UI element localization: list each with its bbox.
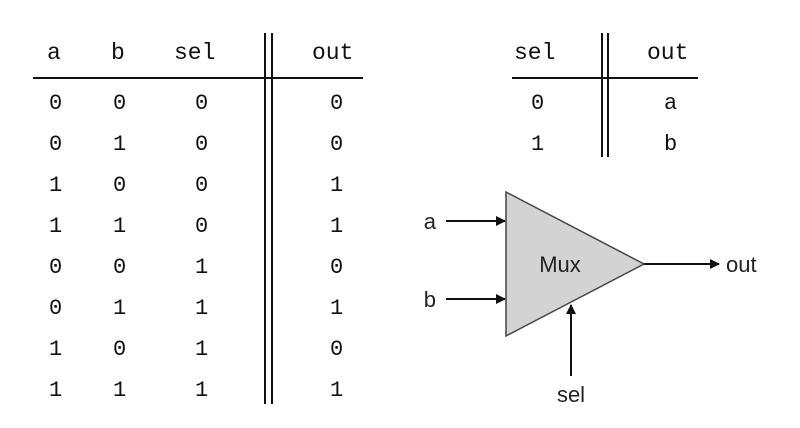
header-a: a [47,40,61,66]
truth-table-cell-sel: 0 [195,214,209,239]
truth-table-cell-sel: 1 [195,255,209,280]
abbreviated-table-cell-sel: 1 [531,132,545,157]
truth-table-cell-a: 0 [49,296,63,321]
abbr-header-underline [512,77,698,79]
header-underline [33,77,363,79]
truth-table-cell-a: 1 [49,214,63,239]
abbr-divider-right [607,33,609,157]
truth-table-cell-b: 1 [113,296,127,321]
truth-table-cell-sel: 0 [195,132,209,157]
truth-table-cell-a: 0 [49,132,63,157]
truth-table-cell-a: 1 [49,337,63,362]
truth-table-cell-sel: 1 [195,378,209,403]
truth-table-cell-out: 1 [330,296,344,321]
output-label: out [726,252,757,277]
abbr-divider-left [601,33,603,157]
header-out: out [312,40,354,66]
header-b: b [111,40,125,66]
truth-table-cell-a: 1 [49,173,63,198]
input-b-label: b [424,287,436,312]
truth-table-cell-out: 0 [330,132,344,157]
abbreviated-table-cell-sel: 0 [531,91,545,116]
truth-table-cell-sel: 0 [195,173,209,198]
input-a-label: a [424,209,437,234]
truth-table-cell-a: 0 [49,91,63,116]
abbreviated-table-cell-out: a [664,91,678,116]
truth-table-cell-sel: 1 [195,337,209,362]
abbr-header-out: out [647,40,689,66]
column-divider-right [271,33,273,404]
mux-block-label: Mux [539,252,581,277]
sel-input-label: sel [557,382,585,407]
abbreviated-table-cell-out: b [664,132,678,157]
truth-table-cell-b: 1 [113,378,127,403]
truth-table-cell-b: 0 [113,91,127,116]
truth-table-cell-out: 0 [330,91,344,116]
truth-table-cell-a: 1 [49,378,63,403]
truth-table-cell-out: 1 [330,214,344,239]
column-divider-left [264,33,266,404]
truth-table-cell-a: 0 [49,255,63,280]
truth-table-cell-b: 1 [113,214,127,239]
mux-block [505,190,646,338]
abbr-header-sel: sel [514,40,556,66]
truth-table-cell-out: 1 [330,378,344,403]
truth-table-cell-b: 0 [113,173,127,198]
truth-table-cell-b: 0 [113,337,127,362]
truth-table-cell-b: 1 [113,132,127,157]
truth-table-cell-out: 0 [330,337,344,362]
truth-table-cell-sel: 0 [195,91,209,116]
truth-table-cell-sel: 1 [195,296,209,321]
truth-table-cell-b: 0 [113,255,127,280]
truth-table-cell-out: 1 [330,173,344,198]
header-sel: sel [174,40,216,66]
truth-table-cell-out: 0 [330,255,344,280]
